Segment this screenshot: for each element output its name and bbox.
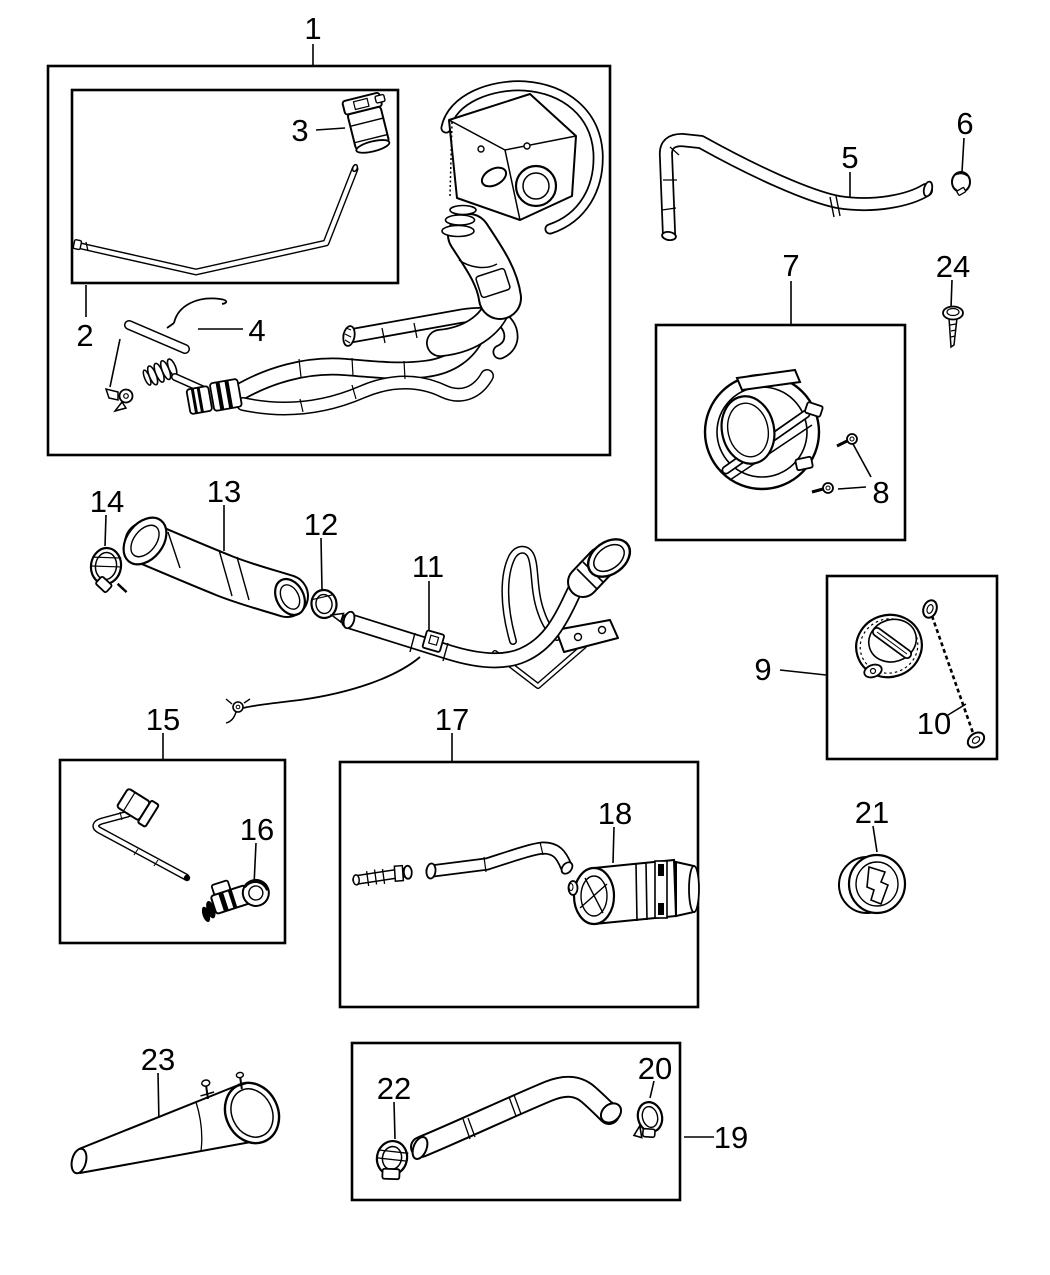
part-17-tube-drawing <box>425 841 574 880</box>
callout-19: 19 <box>714 1120 748 1155</box>
callout-2: 2 <box>76 318 93 353</box>
part-2-clip-drawing <box>104 387 134 413</box>
part-23-filler-tube-drawing <box>70 1071 281 1175</box>
part-24-screw-drawing <box>942 305 964 349</box>
callout-23: 23 <box>141 1042 175 1077</box>
group-box-15 <box>58 758 287 945</box>
part-14-clamp-drawing <box>89 546 128 594</box>
part-17-fitting-drawing <box>352 864 413 887</box>
callout-12: 12 <box>304 507 338 542</box>
part-11-filler-tube-drawing <box>225 538 632 724</box>
part-10-tether-drawing <box>922 599 986 749</box>
part-3-canister-drawing <box>341 91 391 154</box>
part-5-hose-drawing <box>658 133 934 241</box>
group-box-1 <box>46 64 612 457</box>
callout-14: 14 <box>90 484 124 519</box>
part-9-fuel-cap-drawing <box>855 613 923 679</box>
group-box-7 <box>654 323 907 542</box>
part-16-valve-drawing <box>201 878 270 923</box>
part-1-filler-assembly-drawing <box>142 80 604 416</box>
part-4-strap-drawing <box>124 297 228 354</box>
callout-6: 6 <box>956 106 973 141</box>
callout-11: 11 <box>412 549 444 584</box>
part-7-housing-drawing <box>703 368 824 491</box>
callout-3: 3 <box>291 113 308 148</box>
callout-5: 5 <box>841 140 858 175</box>
callout-10: 10 <box>917 706 951 741</box>
callout-4: 4 <box>248 313 265 348</box>
part-8-screws-drawing <box>811 433 858 494</box>
group-box-19 <box>350 1041 682 1202</box>
callout-9: 9 <box>754 652 771 687</box>
group-box-9 <box>825 574 999 761</box>
callout-leader-lines <box>85 44 967 1140</box>
callout-17: 17 <box>435 702 469 737</box>
group-box-2-inner <box>70 88 400 285</box>
callout-1: 1 <box>304 11 321 46</box>
part-19-hose-drawing <box>410 1075 623 1160</box>
part-6-clamp-drawing <box>951 171 971 196</box>
callout-7: 7 <box>782 248 799 283</box>
callout-labels: 1 2 3 4 5 6 7 8 9 10 11 12 13 14 15 16 1… <box>76 11 973 1155</box>
callout-8: 8 <box>872 475 889 510</box>
callout-24: 24 <box>936 249 970 284</box>
part-22-clamp-drawing <box>375 1139 409 1181</box>
callout-22: 22 <box>377 1071 411 1106</box>
callout-16: 16 <box>240 812 274 847</box>
callout-13: 13 <box>207 474 241 509</box>
part-15-vent-line-drawing <box>92 788 191 882</box>
callout-21: 21 <box>855 795 889 830</box>
callout-18: 18 <box>598 796 632 831</box>
part-2-vent-tube-drawing <box>72 163 359 276</box>
part-12-clamp-drawing <box>310 588 345 624</box>
part-13-hose-drawing <box>122 516 309 618</box>
callout-20: 20 <box>638 1051 672 1086</box>
part-20-clamp-drawing <box>632 1101 664 1139</box>
part-18-filter-drawing <box>567 858 700 926</box>
callout-15: 15 <box>146 702 180 737</box>
part-21-grommet-drawing <box>838 853 907 915</box>
